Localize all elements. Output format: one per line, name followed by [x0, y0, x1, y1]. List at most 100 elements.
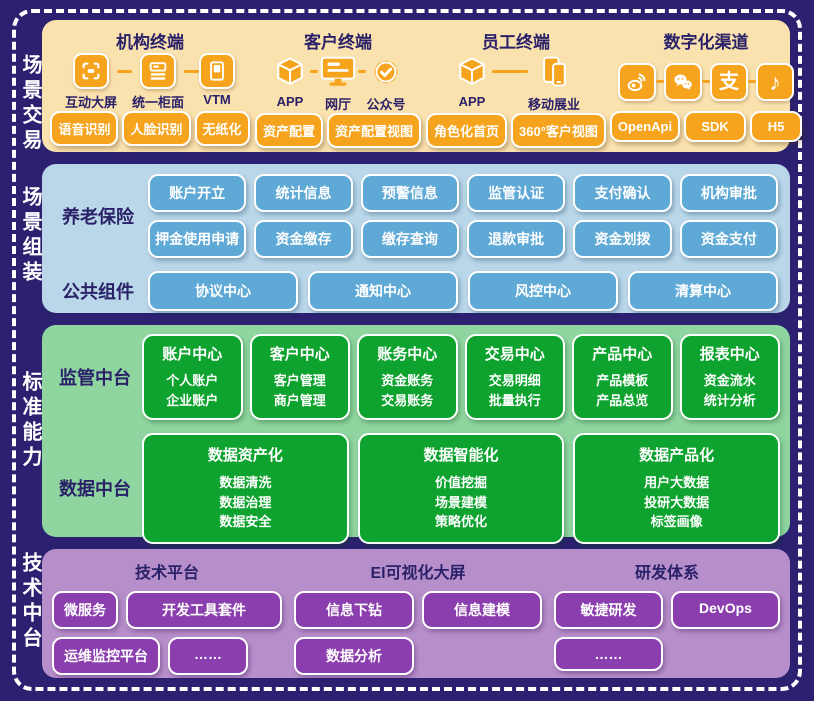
card-title: 数据产品化 [639, 447, 715, 464]
assembly-pill[interactable]: 监管认证 [467, 174, 566, 212]
assembly-pill[interactable]: 统计信息 [254, 174, 353, 212]
channel-wechat [663, 63, 702, 101]
capability-pill[interactable]: 无纸化 [194, 111, 250, 146]
capability-card-product-center[interactable]: 产品中心 产品模板 产品总览 [572, 334, 673, 420]
interactive-screen-icon [72, 53, 109, 89]
connector-line [491, 70, 528, 73]
tech-pill[interactable]: 敏捷研发 [554, 591, 663, 629]
capability-pill[interactable]: 人脸识别 [122, 111, 191, 146]
row-label-pension-insurance: 养老保险 [62, 207, 134, 227]
tech-pill-ellipsis[interactable]: …… [168, 637, 248, 675]
assembly-pill[interactable]: 账户开立 [148, 174, 247, 212]
mobile-devices-icon [534, 53, 574, 91]
alipay-icon: 支 [709, 63, 748, 101]
tech-pill-ellipsis[interactable]: …… [554, 637, 663, 671]
assembly-pill[interactable]: 资金划拨 [573, 220, 672, 258]
card-item: 企业账户 [166, 392, 219, 408]
tech-pill[interactable]: 信息下钻 [294, 591, 414, 629]
assembly-pill[interactable]: 风控中心 [468, 271, 618, 311]
terminal-app: APP [452, 53, 492, 109]
capability-card-trade-center[interactable]: 交易中心 交易明细 批量执行 [464, 334, 565, 420]
tech-pill[interactable]: 数据分析 [294, 637, 414, 675]
capability-pill[interactable]: 资产配置 [254, 113, 323, 148]
tech-column-rd-system: 研发体系 敏捷研发 DevOps …… [554, 554, 780, 673]
connector-line [310, 70, 318, 73]
assembly-pill[interactable]: 缴存查询 [360, 220, 459, 258]
card-item: 策略优化 [434, 514, 487, 529]
capability-card-data-assetization[interactable]: 数据资产化 数据清洗 数据治理 数据安全 [142, 433, 349, 544]
assembly-pill[interactable]: 资金缴存 [254, 220, 353, 258]
assembly-pill[interactable]: 支付确认 [573, 174, 672, 212]
capability-card-customer-center[interactable]: 客户中心 客户管理 商户管理 [249, 334, 350, 420]
tech-column-platform: 技术平台 微服务 开发工具套件 运维监控平台 …… [52, 554, 282, 675]
assembly-pill[interactable]: 机构审批 [679, 174, 778, 212]
capability-card-report-center[interactable]: 报表中心 资金流水 统计分析 [679, 334, 780, 420]
capability-pill[interactable]: 360°客户视图 [511, 113, 606, 148]
card-item: 资金流水 [703, 373, 756, 388]
capability-card-data-intelligence[interactable]: 数据智能化 价值挖掘 场景建模 策略优化 [357, 433, 565, 544]
card-item: 商户管理 [273, 392, 326, 408]
group-title: 数字化渠道 [663, 33, 749, 52]
terminal-unified-counter: 统一柜面 [132, 53, 184, 111]
capability-card-data-productization[interactable]: 数据产品化 用户大数据 投研大数据 标签画像 [573, 433, 780, 544]
data-middle-platform-row: 数据中台 数据资产化 数据清洗 数据治理 数据安全 数据智能化 价值挖掘 场景建… [48, 433, 780, 544]
capability-pill[interactable]: H5 [750, 111, 803, 142]
data-card-grid: 数据资产化 数据清洗 数据治理 数据安全 数据智能化 价值挖掘 场景建模 策略优… [142, 433, 780, 544]
capability-pill[interactable]: SDK [684, 111, 747, 142]
band-label-technology-platform: 技术中台 [19, 552, 41, 652]
card-title: 数据智能化 [423, 447, 499, 464]
capability-pill[interactable]: 资产配置视图 [327, 113, 422, 148]
assembly-pill[interactable]: 协议中心 [148, 271, 298, 311]
icon-row: 支 ♪ [617, 63, 794, 101]
tech-pill[interactable]: 信息建模 [422, 591, 542, 629]
terminal-label: 移动展业 [527, 97, 580, 112]
capability-pill[interactable]: OpenApi [609, 111, 681, 142]
terminal-label: 公众号 [366, 97, 406, 112]
assembly-pill[interactable]: 资金支付 [679, 220, 778, 258]
terminal-label: VTM [203, 92, 231, 107]
card-item: 资金账务 [381, 373, 434, 388]
tech-pill[interactable]: DevOps [671, 591, 780, 629]
card-item: 数据清洗 [219, 475, 272, 490]
assembly-pill[interactable]: 通知中心 [308, 271, 458, 311]
capability-pill[interactable]: 语音识别 [50, 111, 119, 146]
tech-pill[interactable]: 开发工具套件 [126, 591, 282, 629]
terminal-label: 统一柜面 [132, 95, 185, 110]
terminal-mobile-business: 移动展业 [528, 53, 580, 113]
channel-douyin: ♪ [755, 63, 794, 101]
capability-card-accounting-center[interactable]: 账务中心 资金账务 交易账务 [357, 334, 458, 420]
card-item: 价值挖掘 [434, 475, 487, 490]
card-title: 产品中心 [592, 346, 653, 363]
tech-row: 数据分析 [294, 637, 542, 675]
terminal-official-account: 公众号 [366, 53, 406, 113]
tech-pill[interactable]: 微服务 [52, 591, 118, 629]
row-label-regulatory-platform: 监管中台 [59, 368, 131, 388]
tech-row: 微服务 开发工具套件 [52, 591, 282, 629]
icon-row: APP 网厅 [270, 53, 406, 113]
app-cube-icon [270, 53, 310, 91]
assembly-pill[interactable]: 退款审批 [467, 220, 566, 258]
tech-pill[interactable]: 运维监控平台 [52, 637, 160, 675]
capability-pill[interactable]: 角色化首页 [426, 113, 508, 148]
tech-row: 运维监控平台 …… [52, 637, 282, 675]
tech-row: 敏捷研发 DevOps [554, 591, 780, 629]
assembly-pill[interactable]: 清算中心 [628, 271, 778, 311]
group-institution-terminal: 机构终端 互动大屏 [50, 26, 250, 146]
assembly-pill[interactable]: 押金使用申请 [148, 220, 247, 258]
common-button-grid: 协议中心 通知中心 风控中心 清算中心 [148, 271, 778, 311]
pension-button-grid: 账户开立 统计信息 预警信息 监管认证 支付确认 机构审批 押金使用申请 资金缴… [148, 174, 778, 258]
row-label-common-components: 公共组件 [62, 282, 134, 302]
card-item: 场景建模 [434, 494, 487, 510]
column-title: 技术平台 [134, 565, 199, 582]
capability-pill-row: OpenApi SDK H5 [609, 111, 803, 142]
card-item: 客户管理 [273, 373, 326, 388]
terminal-label: APP [458, 94, 486, 109]
connector-line [117, 70, 132, 73]
card-title: 账务中心 [377, 346, 438, 363]
group-customer-terminal: 客户终端 APP [254, 26, 422, 148]
pension-insurance-row: 养老保险 账户开立 统计信息 预警信息 监管认证 支付确认 机构审批 押金使用申… [48, 174, 778, 258]
group-title: 机构终端 [116, 33, 184, 52]
capability-card-account-center[interactable]: 账户中心 个人账户 企业账户 [142, 334, 243, 420]
assembly-pill[interactable]: 预警信息 [360, 174, 459, 212]
row-label-data-platform: 数据中台 [59, 479, 131, 500]
